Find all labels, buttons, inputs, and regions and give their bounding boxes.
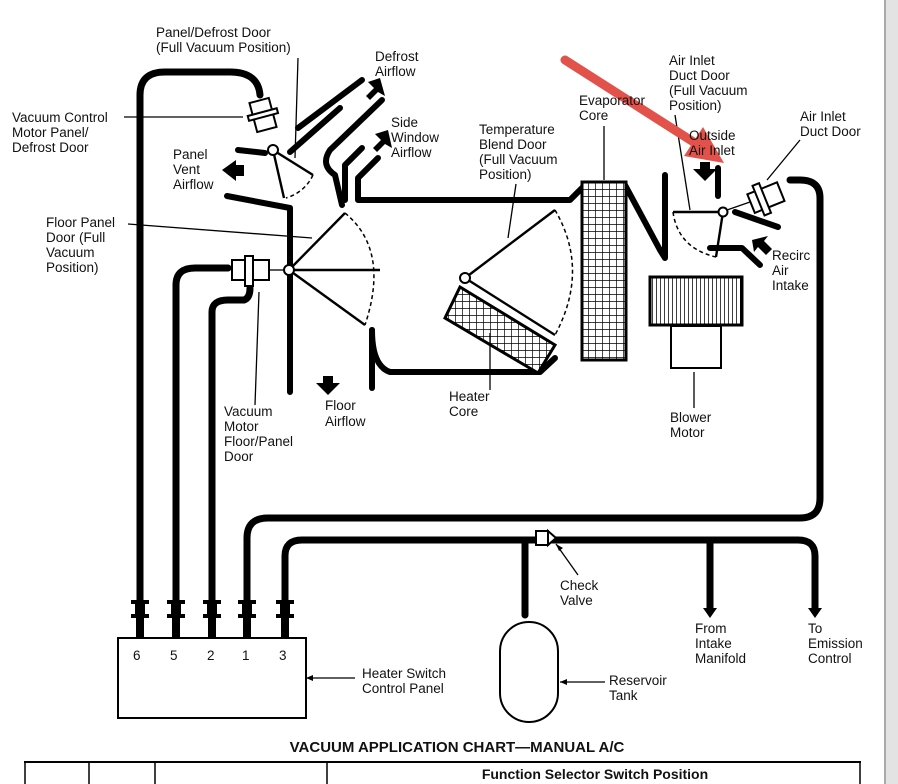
port-3: 3 xyxy=(279,648,287,663)
label-evaporator-core: Evaporator xyxy=(579,93,646,108)
tube-6 xyxy=(136,68,264,604)
label-side-window-airflow: Side xyxy=(391,115,418,130)
svg-text:Airflow: Airflow xyxy=(325,414,366,429)
svg-text:Emission: Emission xyxy=(808,636,863,651)
intake-arrow-icon xyxy=(703,608,717,618)
evaporator-core xyxy=(580,180,628,362)
svg-text:Window: Window xyxy=(391,130,439,145)
svg-text:Air Inlet: Air Inlet xyxy=(689,143,735,158)
svg-text:Core: Core xyxy=(449,404,478,419)
svg-text:Door (Full: Door (Full xyxy=(46,230,105,245)
tube-2 xyxy=(208,284,254,604)
floor-panel-door xyxy=(231,212,380,326)
label-floor-panel-door: Floor Panel xyxy=(46,215,115,230)
svg-text:Position): Position) xyxy=(479,167,532,182)
label-air-inlet-duct-door-full: Air Inlet xyxy=(669,53,715,68)
svg-text:(Full Vacuum Position): (Full Vacuum Position) xyxy=(156,40,291,55)
tube-3 xyxy=(281,536,819,614)
label-panel-vent-airflow: Panel xyxy=(173,147,208,162)
svg-text:Control: Control xyxy=(808,651,852,666)
label-blower-motor: Blower xyxy=(670,410,712,425)
svg-text:Core: Core xyxy=(579,108,608,123)
blower-motor xyxy=(670,325,722,369)
tube-connectors xyxy=(131,600,294,640)
leader-lines xyxy=(124,57,801,408)
panel-defrost-door xyxy=(246,96,314,199)
svg-text:Motor: Motor xyxy=(224,419,259,434)
outside-air-arrow-icon xyxy=(693,162,717,181)
recirc-air-arrow-icon xyxy=(752,236,772,255)
svg-text:Blend Door: Blend Door xyxy=(479,137,547,152)
svg-text:Air: Air xyxy=(772,263,789,278)
panel-vent-airflow-arrow-icon xyxy=(222,160,244,181)
svg-text:Airflow: Airflow xyxy=(173,177,214,192)
annotation-arrow-icon xyxy=(560,55,724,163)
svg-text:Duct Door: Duct Door xyxy=(800,124,861,139)
tube-1 xyxy=(243,176,824,604)
label-heater-switch-control-panel: Heater Switch xyxy=(362,666,446,681)
svg-text:Valve: Valve xyxy=(560,593,593,608)
svg-text:Defrost Door: Defrost Door xyxy=(12,140,89,155)
svg-text:Manifold: Manifold xyxy=(695,651,746,666)
svg-text:Airflow: Airflow xyxy=(391,145,432,160)
table-header: Function Selector Switch Position xyxy=(482,766,708,782)
label-temperature-blend-door: Temperature xyxy=(479,122,555,137)
svg-text:(Full Vacuum: (Full Vacuum xyxy=(669,83,748,98)
vacuum-chart-table: Function Selector Switch Position xyxy=(24,761,861,784)
port-6: 6 xyxy=(133,648,141,663)
check-valve-icon xyxy=(535,528,558,548)
svg-text:Position): Position) xyxy=(46,260,99,275)
label-check-valve: Check xyxy=(560,578,599,593)
label-floor-airflow: Floor xyxy=(325,398,356,413)
label-panel-defrost-door: Panel/Defrost Door xyxy=(156,25,271,40)
label-heater-core: Heater xyxy=(449,389,490,404)
air-inlet-duct-door xyxy=(672,181,786,258)
labels: Panel/Defrost Door (Full Vacuum Position… xyxy=(12,25,863,703)
heater-core xyxy=(443,284,558,376)
heater-switch-control-panel xyxy=(117,637,307,719)
label-recirc-air-intake: Recirc xyxy=(772,248,811,263)
svg-text:Vent: Vent xyxy=(173,162,200,177)
svg-text:Door: Door xyxy=(224,449,254,464)
svg-text:(Full Vacuum: (Full Vacuum xyxy=(479,152,558,167)
defrost-airflow-arrow-icon xyxy=(366,78,385,100)
label-vacuum-motor-floor-panel: Vacuum xyxy=(224,404,273,419)
label-reservoir-tank: Reservoir xyxy=(609,673,667,688)
svg-text:Duct Door: Duct Door xyxy=(669,68,730,83)
label-vacuum-control-motor: Vacuum Control xyxy=(12,110,108,125)
port-1: 1 xyxy=(242,648,250,663)
svg-text:Motor: Motor xyxy=(670,425,705,440)
port-5: 5 xyxy=(170,648,178,663)
floor-airflow-arrow-icon xyxy=(316,376,340,395)
svg-text:Position): Position) xyxy=(669,98,722,113)
emission-arrow-icon xyxy=(808,608,822,618)
side-window-airflow-arrow-icon xyxy=(373,130,392,152)
chart-title: VACUUM APPLICATION CHART—MANUAL A/C xyxy=(290,739,625,756)
page-edge xyxy=(886,0,898,784)
svg-text:Intake: Intake xyxy=(695,636,732,651)
label-from-intake-manifold: From xyxy=(695,621,727,636)
svg-text:Intake: Intake xyxy=(772,278,809,293)
label-defrost-airflow: Defrost xyxy=(375,49,419,64)
svg-text:Airflow: Airflow xyxy=(375,64,416,79)
port-2: 2 xyxy=(207,648,215,663)
svg-text:Floor/Panel: Floor/Panel xyxy=(224,434,293,449)
label-to-emission-control: To xyxy=(808,621,822,636)
svg-text:Motor Panel/: Motor Panel/ xyxy=(12,125,89,140)
svg-text:Tank: Tank xyxy=(609,688,638,703)
reservoir-tank xyxy=(499,621,559,723)
blower-wheel xyxy=(648,275,744,327)
label-outside-air-inlet: Outside xyxy=(689,128,736,143)
tube-5 xyxy=(172,264,232,604)
temperature-blend-door xyxy=(459,209,574,337)
svg-text:Vacuum: Vacuum xyxy=(46,245,95,260)
svg-text:Control Panel: Control Panel xyxy=(362,681,444,696)
label-air-inlet-duct-door: Air Inlet xyxy=(800,109,846,124)
